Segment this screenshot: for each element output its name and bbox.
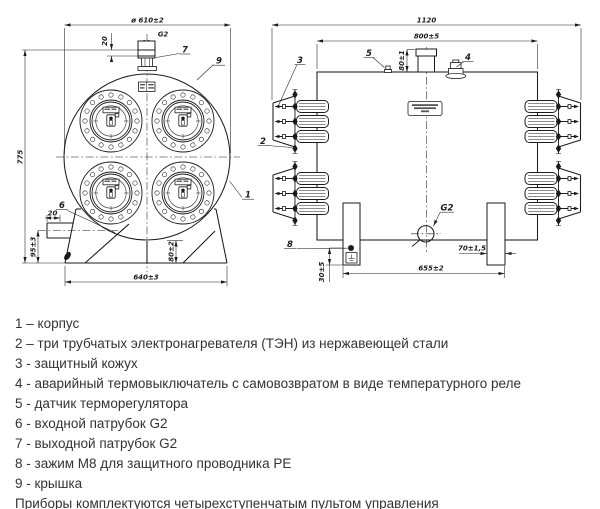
legend-item-8: 8 - зажим М8 для защитного проводника PE <box>15 456 292 471</box>
leader-outlet <box>155 53 180 58</box>
callout-2: 2 <box>260 137 266 147</box>
dim-total-height: 775 <box>17 150 25 165</box>
cover-nameplate <box>138 81 156 92</box>
dim-leg-span: 655±2 <box>418 265 443 273</box>
heater-flange <box>79 161 143 225</box>
leader-cover <box>196 64 214 81</box>
legend-note: Приборы комплектуются четырехступенчатым… <box>15 496 439 509</box>
drain-port <box>411 225 441 247</box>
legend-item-9: 9 - крышка <box>15 476 83 491</box>
dim-diameter: ø 610±2 <box>130 17 164 25</box>
dim-stand-width: 640±3 <box>133 274 158 282</box>
front-view: ø 610±2 775 20 G2 7 9 1 6 20 95±3 80±2 6… <box>17 17 254 286</box>
legend-item-2: 2 – три трубчатых электронагревателя (ТЭ… <box>15 336 449 351</box>
ground-symbol <box>345 252 358 264</box>
leader-thermal-switch <box>456 61 465 68</box>
leader-drain <box>433 212 441 227</box>
dim-ground-height: 30±5 <box>318 262 326 283</box>
callout-7: 7 <box>182 46 188 56</box>
ground-bolt <box>64 251 71 261</box>
outlet-thread-label: G2 <box>158 31 169 39</box>
heater-bundle <box>524 160 582 227</box>
callout-8: 8 <box>287 240 293 250</box>
heater-flange <box>151 161 215 225</box>
leader-casing <box>278 64 298 106</box>
leg-right <box>486 202 506 266</box>
thermal-switch <box>445 59 467 80</box>
dim-stand-height: 80±2 <box>168 241 176 262</box>
dim-shell-length: 800±5 <box>414 33 439 41</box>
leader-body <box>229 180 243 198</box>
leg-left <box>342 202 361 266</box>
legend-item-5: 5 - датчик терморегулятора <box>15 396 188 411</box>
heater-bundle <box>272 160 330 227</box>
ground-clamp-bolt <box>348 245 354 251</box>
outlet-stub <box>415 48 437 73</box>
dim-leg-width: 70±1,5 <box>458 245 486 253</box>
legend-item-3: 3 - защитный кожух <box>15 356 138 371</box>
outlet-pipe <box>137 40 157 71</box>
leader-sensor <box>372 57 385 68</box>
heater-bundle <box>524 88 582 155</box>
callout-9: 9 <box>216 57 222 67</box>
leader-heaters <box>267 145 293 148</box>
dim-total-length: 1120 <box>417 17 437 25</box>
dim-outlet-cap: 20 <box>101 36 109 46</box>
inlet-pipe <box>46 222 73 239</box>
legend-item-7: 7 - выходной патрубок G2 <box>15 436 178 451</box>
nameplate <box>407 101 443 116</box>
callout-6: 6 <box>59 201 65 211</box>
callout-4: 4 <box>464 53 471 63</box>
drain-thread-label: G2 <box>441 204 454 214</box>
legend-item-1: 1 – корпус <box>15 316 80 331</box>
dim-inlet-axis-height: 95±3 <box>30 237 38 258</box>
boiler-shell-circle <box>63 73 231 241</box>
drawing-canvas: ø 610±2 775 20 G2 7 9 1 6 20 95±3 80±2 6… <box>17 17 582 286</box>
heater-flange <box>79 89 143 153</box>
legend-item-4: 4 - аварийный термовыключатель с самовоз… <box>15 376 522 391</box>
heater-flange <box>151 89 215 153</box>
dim-outlet-height: 80±1 <box>398 50 406 71</box>
thermostat-sensor <box>384 65 392 73</box>
leader-inlet <box>67 210 116 233</box>
dim-inlet-stickout: 20 <box>48 210 58 218</box>
side-view: 1120 800±5 5 80±1 4 3 2 8 G2 30±5 655±2 … <box>257 17 582 283</box>
callout-3: 3 <box>297 56 303 66</box>
callout-5: 5 <box>366 49 372 59</box>
legend-item-6: 6 - входной патрубок G2 <box>15 416 168 431</box>
callout-1: 1 <box>245 191 251 201</box>
